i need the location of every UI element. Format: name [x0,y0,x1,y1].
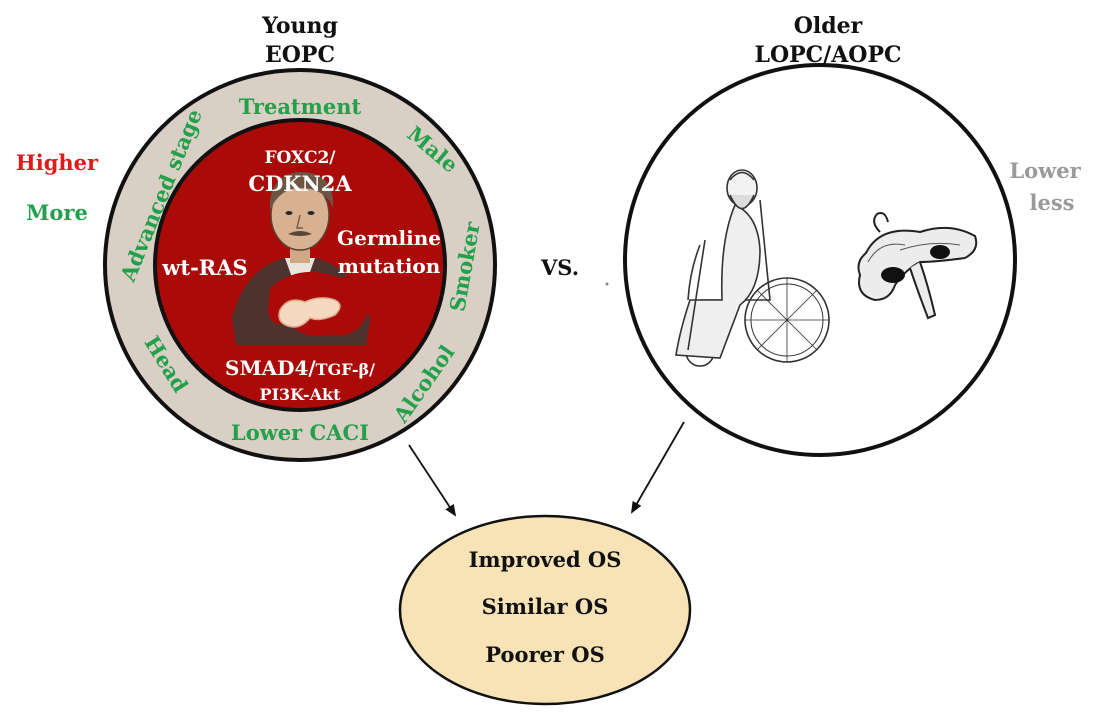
core-label-smad4: SMAD4/TGF-β/ [225,356,375,380]
core-label-pi3k: PI3K-Akt [260,385,342,404]
stray-dot [605,282,609,286]
arrow-older-to-outcome [630,421,685,514]
core-label-cdkn2a: CDKN2A [248,171,352,196]
core-label-smad4-part: SMAD4/ [225,356,316,380]
core-label-germline-1: Germline [337,226,441,250]
young-title-line2: EOPC [265,42,335,68]
pancreas-icon [268,271,370,337]
core-label-germline-2: mutation [338,254,441,278]
young-title-line1: Young [261,13,338,39]
arrow-young-to-outcome [408,444,457,517]
core-label-foxc2: FOXC2/ [264,148,336,168]
outcome-similar-os: Similar OS [482,594,609,619]
ring-label-lower-caci: Lower CACI [231,420,369,445]
older-circle [623,63,1017,457]
older-title-line1: Older [794,13,863,39]
legend-lower: Lower [1009,158,1081,183]
outcome-poorer-os: Poorer OS [485,642,605,667]
legend-more: More [26,200,88,225]
legend-less: less [1030,190,1075,215]
vs-label: VS. [540,255,579,280]
tumor-mass-1 [881,267,905,283]
core-label-tgfb-part: TGF-β/ [316,360,375,379]
outcome-improved-os: Improved OS [469,547,622,572]
legend-higher: Higher [16,150,99,175]
elderly-man-wheelchair-icon [675,169,830,367]
ring-label-treatment: Treatment [239,94,362,119]
outcome-ellipse [398,514,692,706]
tumor-mass-2 [930,245,950,259]
pancreas-with-tumors-icon [857,212,978,320]
core-label-wt-ras: wt-RAS [161,255,247,280]
